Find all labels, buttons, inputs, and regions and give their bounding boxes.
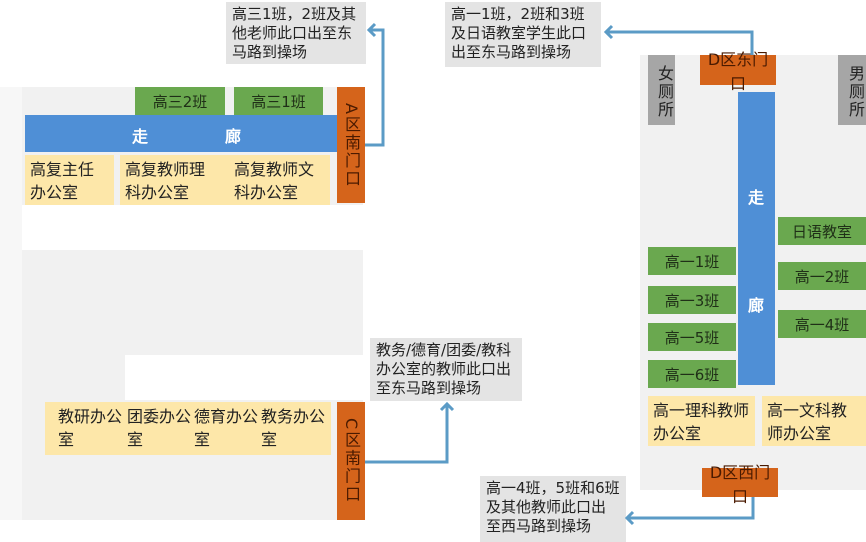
route-arrow	[606, 30, 754, 55]
route-arrow	[627, 497, 755, 520]
gate-d-west: D区西门口	[702, 463, 778, 506]
class-room: 高一3班	[648, 286, 736, 314]
arrow-head-icon	[366, 22, 377, 38]
c-offices: 教研办公室 团委办公室 德育办公室 教务办公室	[45, 402, 331, 455]
toilet-female: 女厕所	[648, 55, 675, 125]
note-d-east-exit: 高一1班，2班和3班及日语教室学生此口出至东马路到操场	[445, 2, 601, 67]
office: 团委办公室	[126, 407, 191, 449]
class-room: 高三2班	[135, 87, 225, 115]
class-room: 高一1班	[648, 247, 736, 275]
gate-c-south: C区南门口	[337, 402, 365, 520]
corridor: 走 廊	[738, 92, 775, 385]
gate-a-south: A区南门口	[337, 87, 365, 203]
arrow-head-icon	[603, 24, 614, 40]
office: 高一理科教师办公室	[648, 396, 755, 446]
corridor-label: 走	[748, 188, 765, 207]
office: 高复教师文科办公室	[222, 155, 330, 205]
route-arrow	[365, 404, 449, 464]
arrow-head-icon	[439, 401, 455, 412]
corridor-label: 廊	[225, 127, 242, 146]
office: 高复主任办公室	[25, 155, 114, 205]
office: 高复教师理科办公室	[120, 155, 222, 205]
class-room: 高一4班	[778, 310, 866, 338]
note-a-exit: 高三1班，2班及其他老师此口出至东马路到操场	[226, 2, 366, 64]
office: 德育办公室	[193, 407, 258, 449]
corridor: 走 廊	[25, 115, 337, 152]
class-room: 高三1班	[234, 87, 323, 115]
class-room: 高一6班	[648, 360, 736, 388]
arrow-head-icon	[624, 510, 635, 526]
toilet-male: 男厕所	[838, 55, 866, 125]
note-c-exit: 教务/德育/团委/教科办公室的教师此口出至东马路到操场	[370, 338, 522, 401]
corridor-label: 廊	[748, 296, 765, 315]
route-arrow	[365, 28, 385, 147]
office: 高一文科教师办公室	[762, 396, 866, 446]
class-room: 高一5班	[648, 323, 736, 351]
left-strip	[0, 87, 22, 520]
gap	[125, 355, 365, 400]
note-d-west-exit: 高一4班，5班和6班及其他教师此口出至西马路到操场	[480, 476, 626, 542]
class-room: 高一2班	[778, 262, 866, 290]
corridor-label: 走	[132, 127, 149, 146]
office: 教务办公室	[260, 407, 325, 449]
japanese-classroom: 日语教室	[778, 217, 866, 245]
office: 教研办公室	[58, 407, 123, 449]
